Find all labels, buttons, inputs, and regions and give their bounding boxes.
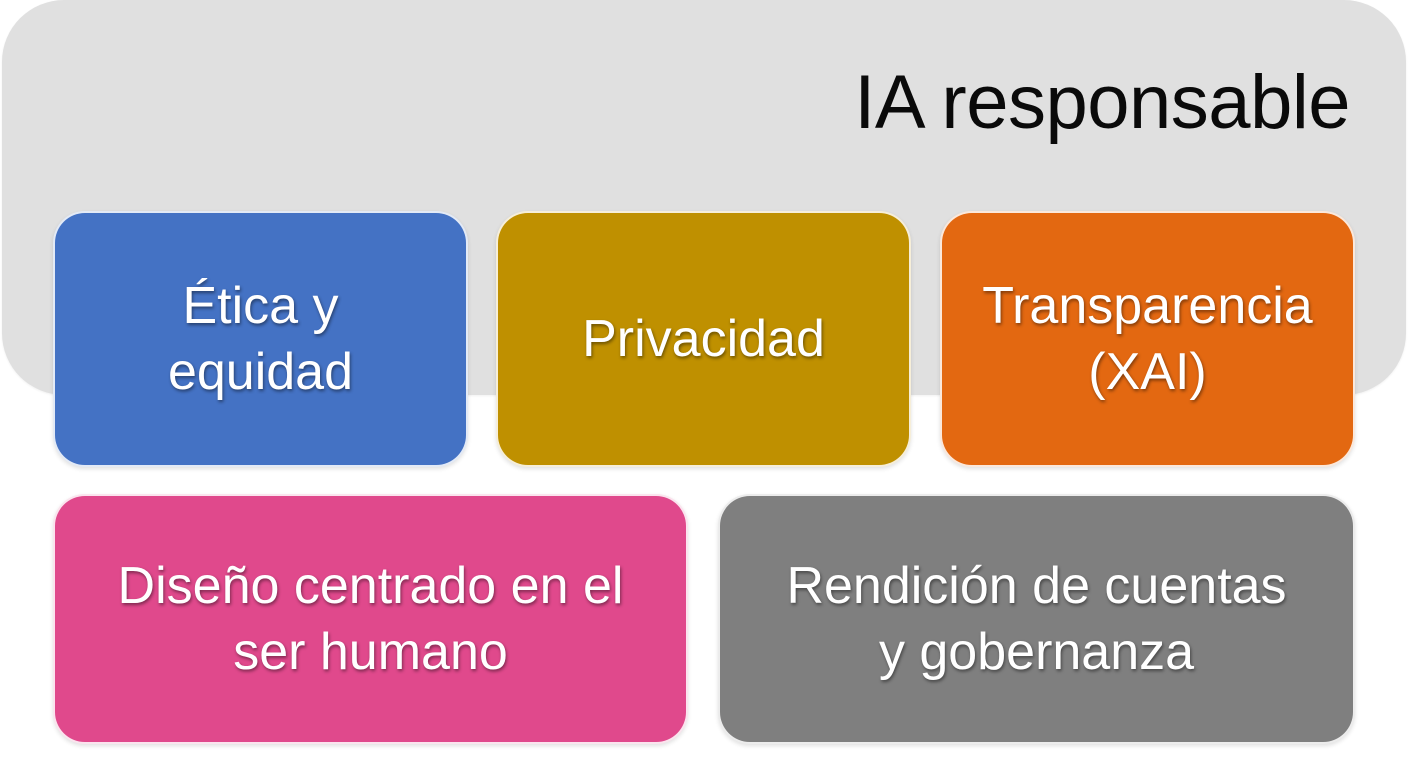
pillar-label: Privacidad: [582, 310, 825, 368]
pillar-privacy: Privacidad: [496, 211, 911, 467]
diagram-title: IA responsable: [854, 60, 1350, 145]
pillar-transparency-xai: Transparencia(XAI): [940, 211, 1355, 467]
pillar-label: Transparencia(XAI): [982, 277, 1313, 401]
